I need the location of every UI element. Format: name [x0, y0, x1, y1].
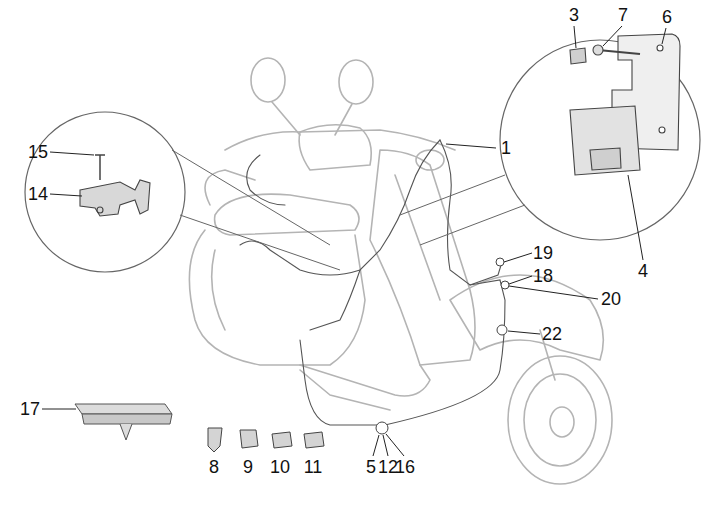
- callout-number: 17: [20, 399, 40, 419]
- callout-number: 20: [601, 289, 621, 309]
- callout-number: 16: [395, 457, 415, 477]
- callout-number: 14: [28, 184, 48, 204]
- callout-number: 18: [533, 266, 553, 286]
- callout-number: 4: [638, 261, 648, 281]
- callout-number: 3: [569, 5, 579, 25]
- callout-number: 5: [366, 457, 376, 477]
- callout-number: 10: [270, 457, 290, 477]
- callout-number: 22: [542, 324, 562, 344]
- callout-number: 8: [209, 457, 219, 477]
- callout-number: 9: [243, 457, 253, 477]
- callout-number: 1: [501, 138, 511, 158]
- callout-number: 7: [618, 5, 628, 25]
- callout-number: 15: [28, 142, 48, 162]
- callout-number: 6: [662, 7, 672, 27]
- callout-number: 11: [304, 457, 323, 477]
- callout-number: 19: [533, 243, 553, 263]
